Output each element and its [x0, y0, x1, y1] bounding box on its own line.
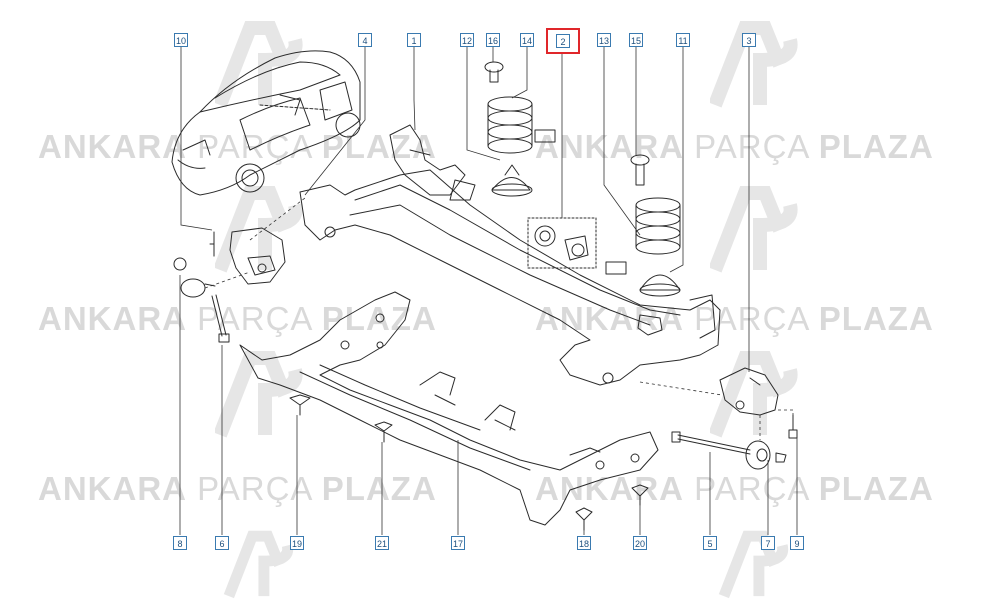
callout-13: 13 — [597, 33, 611, 47]
watermark-text: ANKARA PARÇA PLAZA — [38, 128, 437, 165]
ap-logo-icon — [215, 21, 303, 108]
rear-axle-beam — [299, 124, 721, 386]
bracket-right — [719, 367, 779, 416]
callout-2: 2 — [556, 34, 570, 48]
callout-21: 21 — [375, 536, 389, 550]
ap-logo-icon — [710, 21, 798, 108]
callout-9: 9 — [790, 536, 804, 550]
callout-16: 16 — [486, 33, 500, 47]
callout-10: 10 — [174, 33, 188, 47]
ap-logo-icon — [223, 530, 294, 599]
callout-20: 20 — [633, 536, 647, 550]
callout-17: 17 — [451, 536, 465, 550]
ap-logo-icon — [710, 351, 798, 438]
watermark-text: ANKARA PARÇA PLAZA — [38, 470, 437, 507]
bushing-parts — [534, 225, 589, 261]
bolt-long-right — [671, 431, 787, 470]
callout-12: 12 — [460, 33, 474, 47]
spring-right — [605, 154, 681, 297]
bolt-long-left — [173, 243, 230, 343]
callout-6: 6 — [215, 536, 229, 550]
callout-11: 11 — [676, 33, 690, 47]
ap-logo-icon — [718, 530, 789, 599]
spring-left — [484, 61, 556, 197]
callout-19: 19 — [290, 536, 304, 550]
ap-logo-icon — [710, 186, 798, 273]
watermark-text: ANKARA PARÇA PLAZA — [38, 300, 437, 337]
callout-3: 3 — [742, 33, 756, 47]
bolt-9 — [788, 414, 798, 439]
car-illustration — [171, 50, 361, 196]
callout-14: 14 — [520, 33, 534, 47]
ap-logo-icon — [215, 351, 303, 438]
callout-8: 8 — [173, 536, 187, 550]
bracket-left — [213, 227, 286, 285]
watermark-text: ANKARA PARÇA PLAZA — [535, 470, 934, 507]
fasteners — [289, 394, 649, 531]
callout-2-highlighted[interactable]: 2 — [546, 28, 580, 54]
callout-1: 1 — [407, 33, 421, 47]
callout-5: 5 — [703, 536, 717, 550]
callout-7: 7 — [761, 536, 775, 550]
callout-15: 15 — [629, 33, 643, 47]
front-subframe — [239, 291, 659, 526]
watermark-text: ANKARA PARÇA PLAZA — [535, 128, 934, 165]
callout-18: 18 — [577, 536, 591, 550]
callout-4: 4 — [358, 33, 372, 47]
